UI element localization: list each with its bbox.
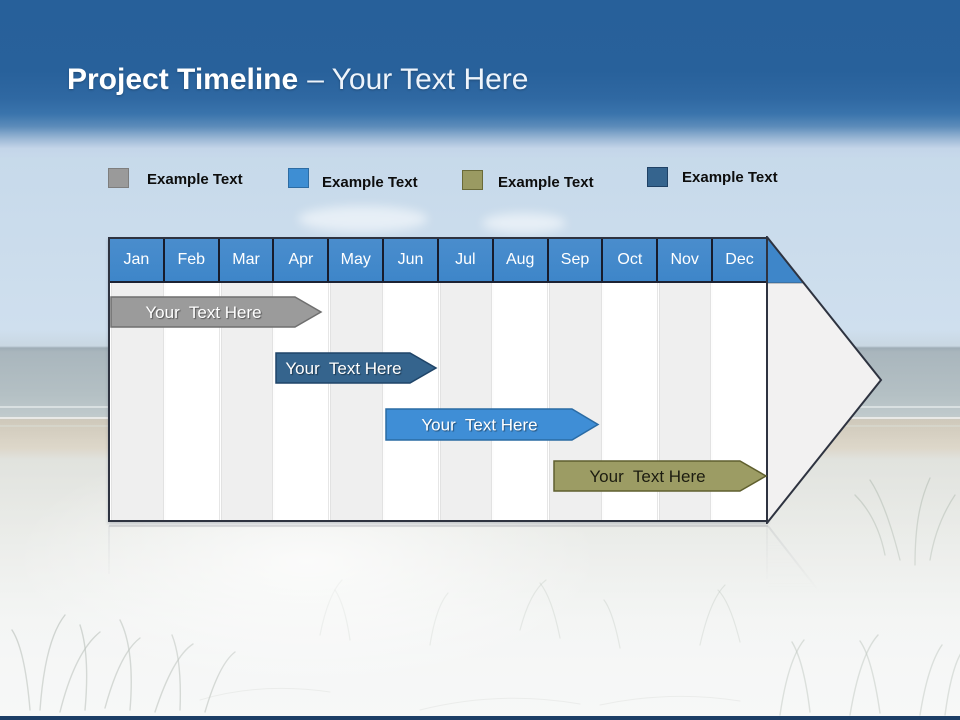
- month-cell: Jan: [110, 239, 165, 281]
- legend-label: Example Text: [322, 174, 418, 191]
- bottom-accent-strip: [0, 716, 960, 720]
- month-cell: Jun: [384, 239, 439, 281]
- slide-title[interactable]: Project Timeline– Your Text Here: [67, 60, 528, 100]
- legend-label: Example Text: [682, 169, 778, 186]
- legend-swatch-olive: [462, 170, 483, 190]
- legend-swatch-darkblue: [647, 167, 668, 187]
- timeline-reflection: [108, 525, 826, 600]
- grid-column: [329, 283, 385, 520]
- legend-label: Example Text: [147, 171, 243, 188]
- grid-column: [384, 283, 439, 520]
- cloud-blob: [298, 206, 428, 232]
- legend-swatch-gray: [108, 168, 129, 188]
- grid-column: [438, 283, 495, 520]
- gantt-bar-olive[interactable]: Your Text Here: [553, 460, 768, 493]
- month-cell: Apr: [274, 239, 330, 281]
- month-cell: Aug: [494, 239, 549, 281]
- timeline-arrowhead: [766, 236, 883, 524]
- grid-column: [494, 283, 548, 520]
- month-cell: Mar: [220, 239, 275, 281]
- month-cell: Oct: [603, 239, 659, 281]
- slide-title-bold: Project Timeline: [67, 63, 299, 96]
- month-cell: Dec: [725, 251, 754, 268]
- gantt-bar-label: Your Text Here: [421, 416, 537, 435]
- legend-swatch-blue: [288, 168, 309, 188]
- gantt-bar-gray[interactable]: Your Text Here: [110, 296, 323, 329]
- month-cell: Nov: [658, 239, 714, 281]
- gantt-bar-darkblue[interactable]: Your Text Here: [275, 352, 438, 385]
- gantt-bar-label: Your Text Here: [145, 303, 261, 322]
- month-cell: Jul: [439, 239, 494, 281]
- month-cell: May: [329, 239, 385, 281]
- gantt-bar-label: Your Text Here: [285, 359, 401, 378]
- slide-title-rest: – Your Text Here: [307, 63, 529, 96]
- gantt-bar-label: Your Text Here: [589, 467, 705, 486]
- cloud-blob: [482, 213, 566, 233]
- gantt-bar-blue[interactable]: Your Text Here: [385, 408, 600, 442]
- month-header-row: Jan Feb Mar Apr May Jun Jul Aug Sep Oct …: [110, 239, 766, 283]
- month-cell: Sep: [549, 239, 604, 281]
- legend-label: Example Text: [498, 174, 594, 191]
- month-cell: Feb: [165, 239, 220, 281]
